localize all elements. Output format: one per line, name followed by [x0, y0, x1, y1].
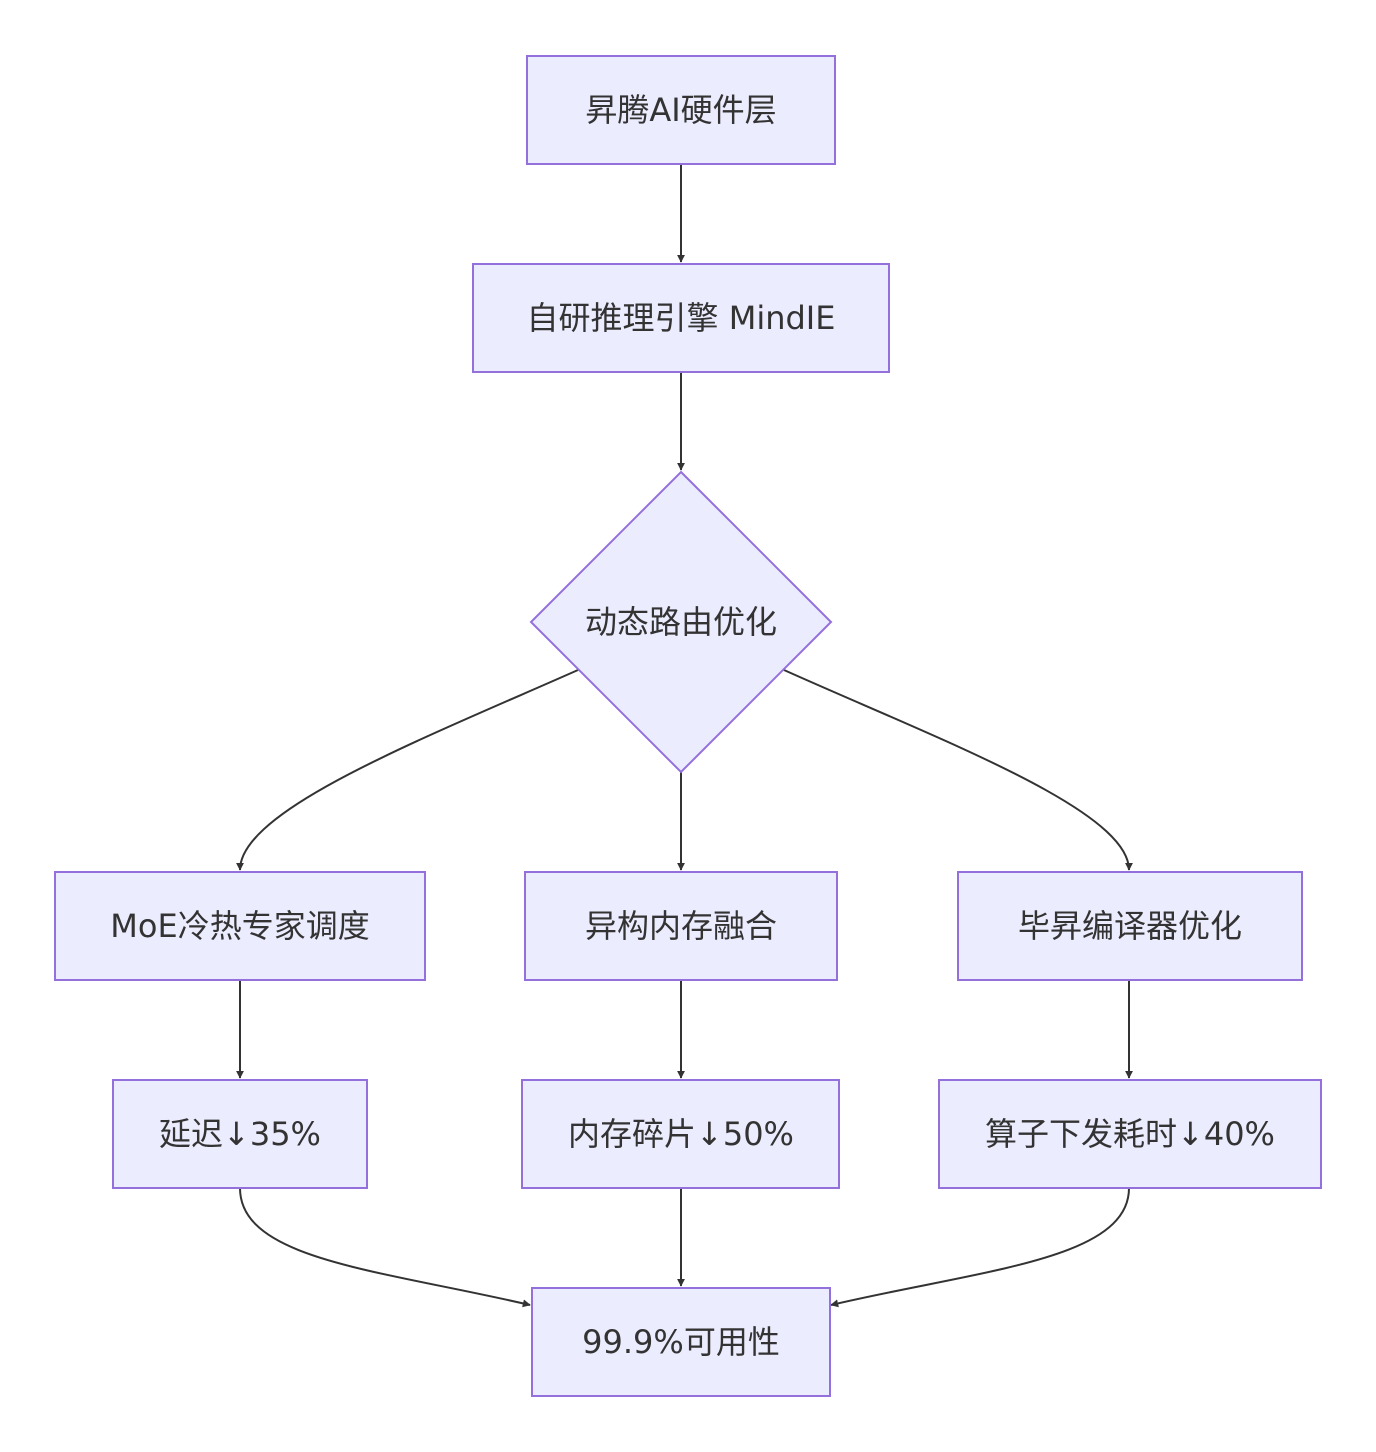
- node-operator: 算子下发耗时↓40%: [938, 1079, 1322, 1189]
- node-availability-label: 99.9%可用性: [582, 1323, 780, 1361]
- node-hardware-label: 昇腾AI硬件层: [585, 91, 776, 129]
- node-availability: 99.9%可用性: [531, 1287, 831, 1397]
- node-fragment: 内存碎片↓50%: [521, 1079, 840, 1189]
- node-routing-label: 动态路由优化: [585, 603, 777, 641]
- node-fragment-label: 内存碎片↓50%: [568, 1115, 794, 1153]
- edge-latency-to-availability: [239, 1187, 531, 1308]
- edge-operator-to-availability: [830, 1187, 1130, 1308]
- node-memory-label: 异构内存融合: [585, 907, 777, 945]
- node-hardware: 昇腾AI硬件层: [526, 55, 836, 165]
- edge-routing-to-moe: [236, 669, 579, 871]
- node-moe: MoE冷热专家调度: [54, 871, 426, 981]
- node-operator-label: 算子下发耗时↓40%: [985, 1115, 1275, 1153]
- node-engine: 自研推理引擎 MindIE: [472, 263, 890, 373]
- node-latency: 延迟↓35%: [112, 1079, 368, 1189]
- node-compiler: 毕昇编译器优化: [957, 871, 1303, 981]
- node-latency-label: 延迟↓35%: [159, 1115, 321, 1153]
- node-routing-decision: 动态路由优化: [529, 470, 833, 774]
- node-compiler-label: 毕昇编译器优化: [1018, 907, 1242, 945]
- node-engine-label: 自研推理引擎 MindIE: [527, 299, 836, 337]
- node-moe-label: MoE冷热专家调度: [110, 907, 369, 945]
- edge-routing-to-compiler: [783, 669, 1133, 871]
- node-memory: 异构内存融合: [524, 871, 838, 981]
